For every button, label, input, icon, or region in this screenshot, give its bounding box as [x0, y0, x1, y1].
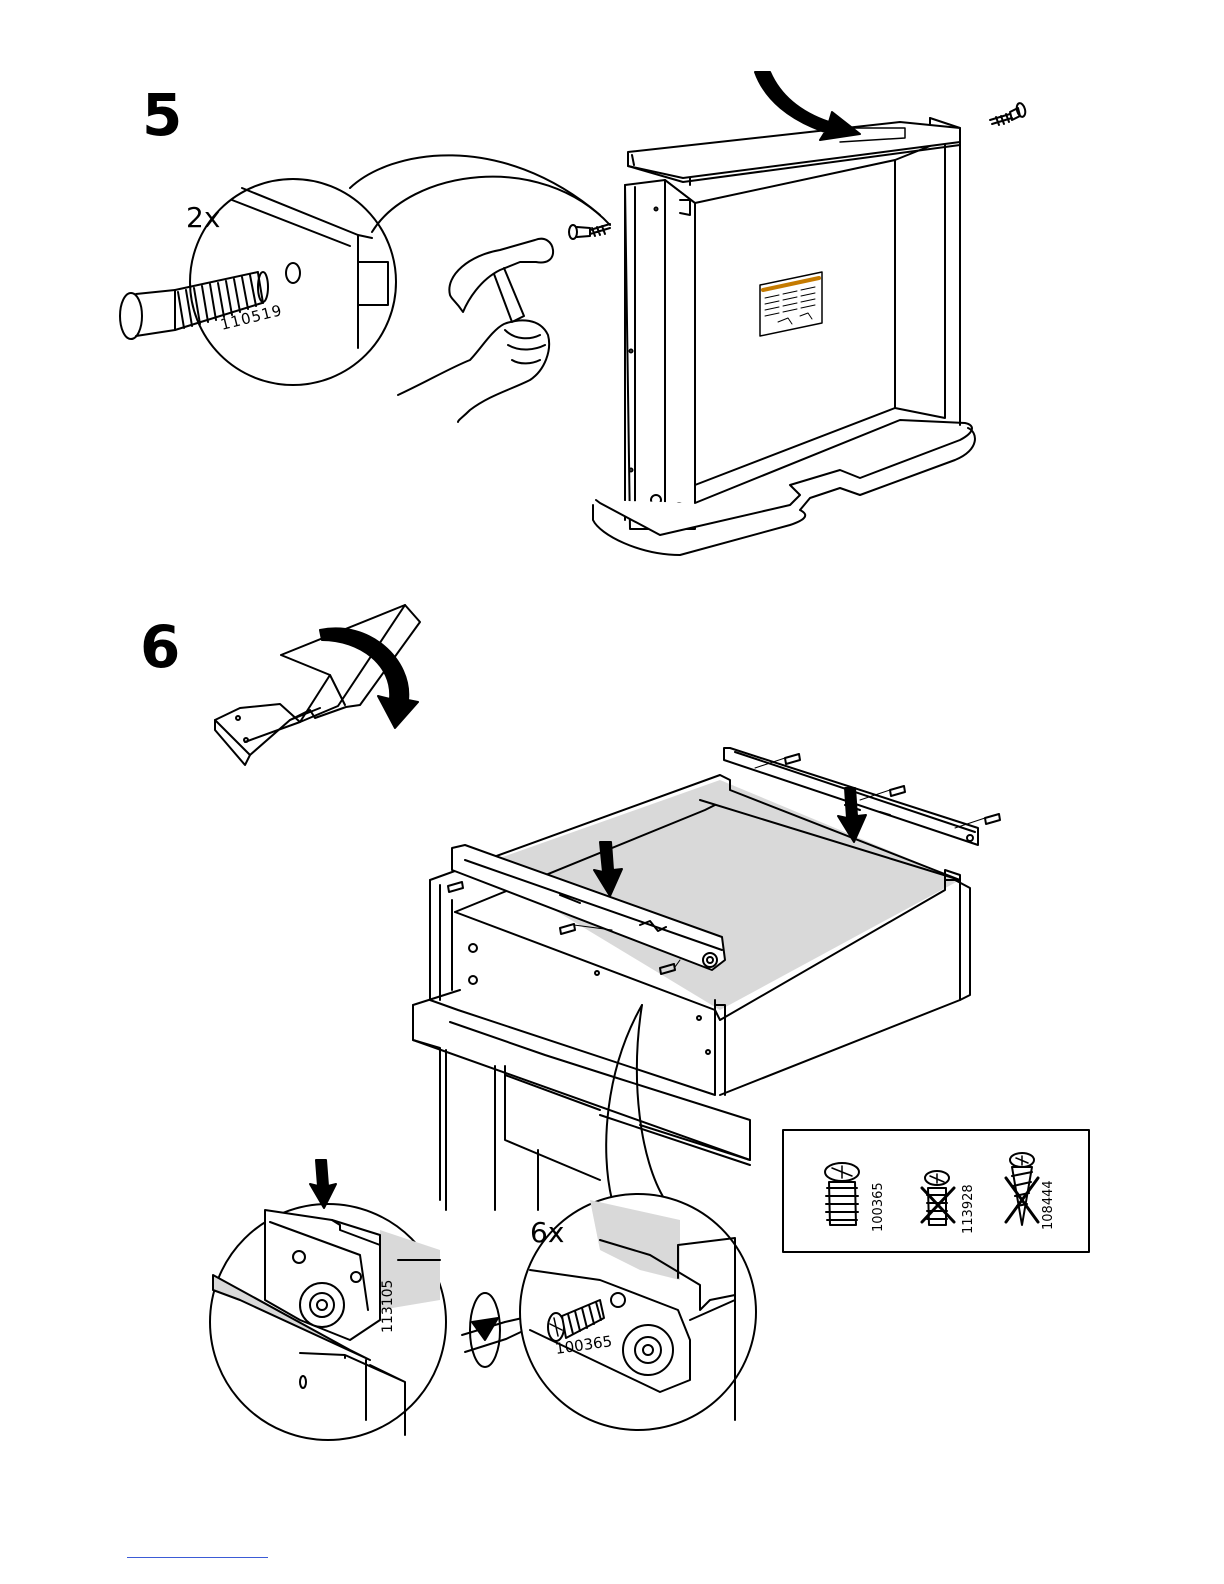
- step-6-callout-curve: [606, 1005, 642, 1200]
- step-5-illustration: 2x 110519: [120, 72, 1027, 555]
- down-arrow-icon: [310, 1160, 336, 1208]
- legend-part-1: 113928: [961, 1184, 976, 1234]
- footer-rule: [127, 1557, 268, 1558]
- step-6-illustration: 113105: [210, 605, 1089, 1440]
- step-6-detail-left: [210, 1204, 446, 1440]
- screw-icon: [569, 224, 610, 239]
- step-6-left-part-number: 113105: [380, 1280, 396, 1333]
- screw-icon: [990, 102, 1027, 125]
- legend-part-2: 108444: [1041, 1180, 1056, 1230]
- step-6-quantity: 6x: [530, 1216, 564, 1249]
- work-table: [413, 990, 750, 1210]
- step-5-detail-circle: [120, 179, 396, 385]
- hand-illustration: [398, 320, 549, 422]
- legend-part-0: 100365: [871, 1182, 886, 1232]
- screw-legend: 100365 113928 108444: [783, 1130, 1089, 1252]
- screw-icon: [825, 1163, 859, 1225]
- rotate-arrow-icon: [470, 1293, 500, 1367]
- step-5-quantity: 2x: [186, 201, 220, 234]
- hammer-icon: [449, 239, 553, 322]
- step-5-callout-curve: [372, 177, 610, 232]
- drawer-frame: [593, 118, 975, 555]
